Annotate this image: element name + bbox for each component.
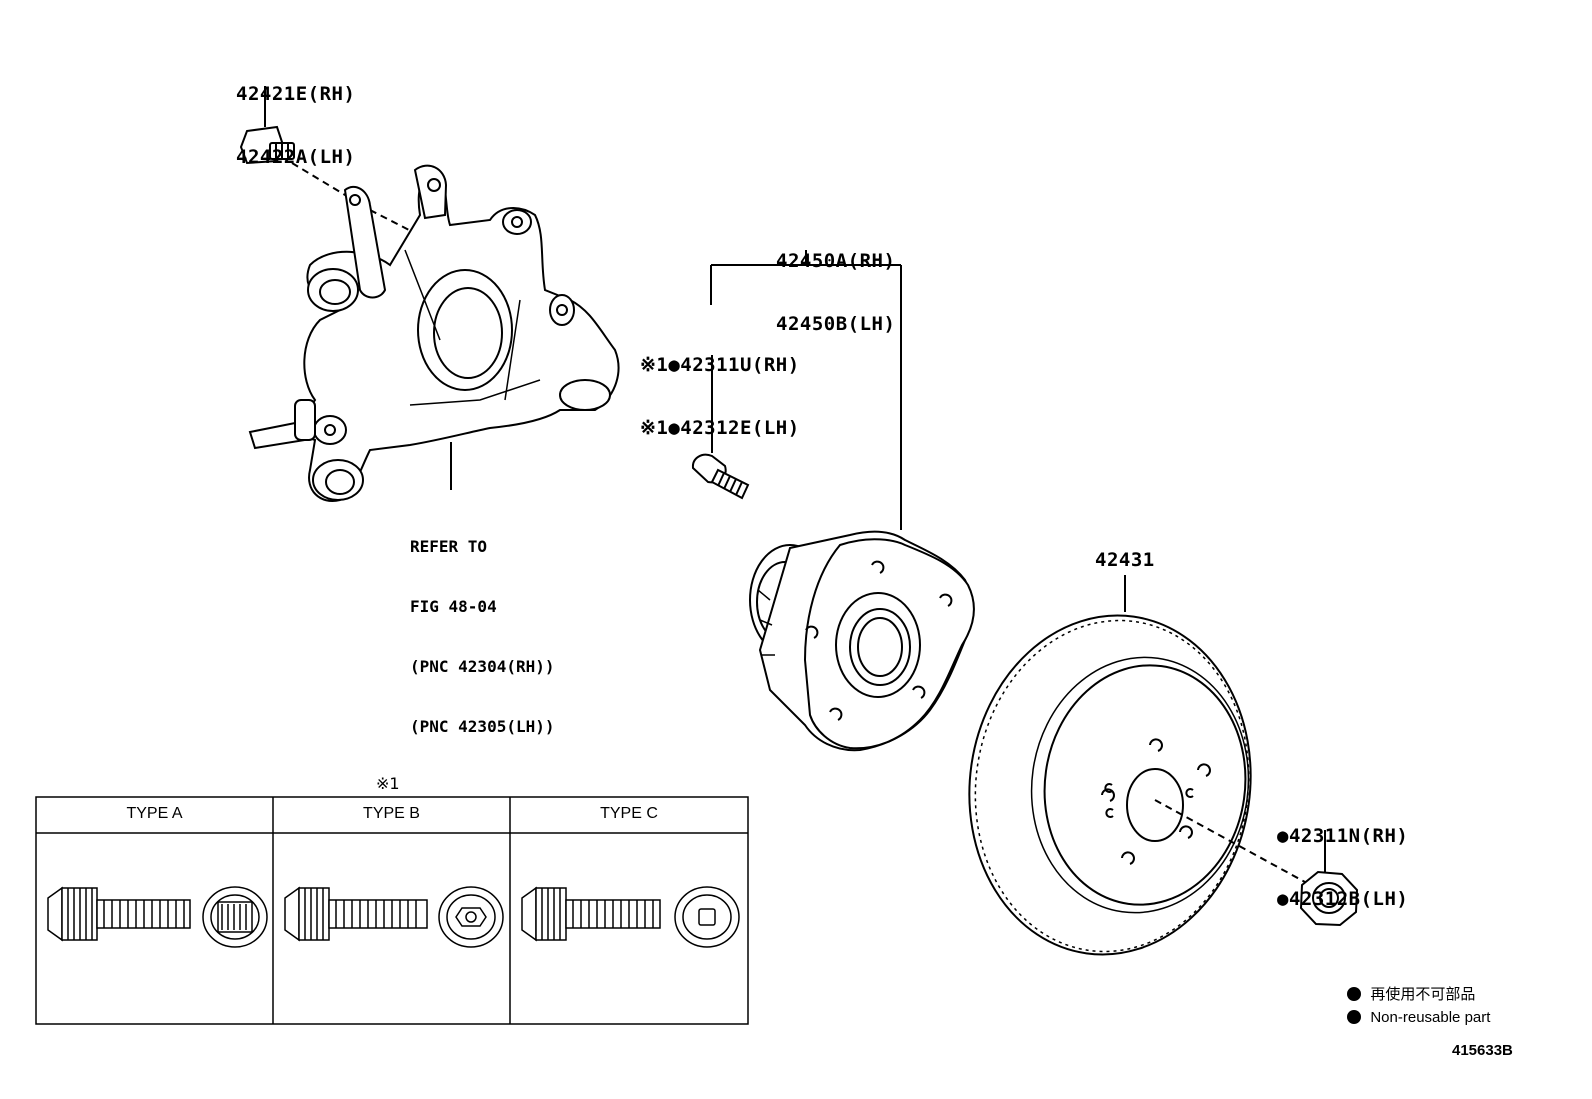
hub-label: 42450A(RH) 42450B(LH) — [776, 209, 895, 356]
steering-knuckle — [248, 164, 620, 502]
knuckle-ref-line2: FIG 48-04 — [410, 597, 497, 616]
bolt-top-lh: 42422A(LH) — [236, 146, 356, 168]
bolt-top-label: 42421E(RH) 42422A(LH) — [236, 42, 355, 189]
figure-id: 415633B — [1452, 1042, 1513, 1059]
hub-rh: 42450A(RH) — [776, 250, 896, 272]
type-c-stud — [521, 886, 740, 948]
types-note: ※1 — [376, 774, 400, 793]
nut-label: ●42311N(RH) ●42312B(LH) — [1277, 784, 1408, 931]
non-reusable-dot-icon — [1347, 1010, 1362, 1024]
knuckle-reference: REFER TO FIG 48-04 (PNC 42304(RH)) (PNC … — [410, 497, 555, 757]
legend-jp: 再使用不可部品 — [1339, 966, 1475, 1004]
hub-lh: 42450B(LH) — [776, 313, 896, 335]
hub-bolt-lh: ※1●42312E(LH) — [640, 417, 800, 439]
type-b-header: TYPE B — [363, 805, 420, 822]
type-a-stud — [47, 886, 268, 948]
knuckle-ref-line4: (PNC 42305(LH)) — [410, 717, 555, 736]
hub-bolt-label: ※1●42311U(RH) ※1●42312E(LH) — [640, 313, 800, 460]
legend-en-text: Non-reusable part — [1370, 1009, 1491, 1026]
bolt-top-rh: 42421E(RH) — [236, 83, 356, 105]
legend-en: Non-reusable part — [1339, 992, 1490, 1026]
legend-jp-text: 再使用不可部品 — [1370, 986, 1476, 1003]
brake-disc — [968, 575, 1306, 956]
nut-lh: ●42312B(LH) — [1277, 888, 1409, 910]
nut-rh: ●42311N(RH) — [1277, 825, 1409, 847]
hub-assembly — [749, 530, 975, 752]
hub-bolt-rh: ※1●42311U(RH) — [640, 354, 800, 376]
type-a-header: TYPE A — [126, 805, 183, 822]
non-reusable-dot-icon — [1347, 987, 1362, 1001]
hub-bracket — [710, 250, 902, 530]
hub-nut — [1299, 830, 1359, 927]
type-c-header: TYPE C — [600, 805, 658, 822]
types-table — [35, 796, 749, 1025]
disc-label: 42431 — [1095, 549, 1155, 571]
knuckle-ref-line3: (PNC 42304(RH)) — [410, 657, 555, 676]
type-b-stud — [284, 886, 504, 948]
knuckle-ref-line1: REFER TO — [410, 537, 488, 556]
hub-bolt — [691, 355, 750, 500]
